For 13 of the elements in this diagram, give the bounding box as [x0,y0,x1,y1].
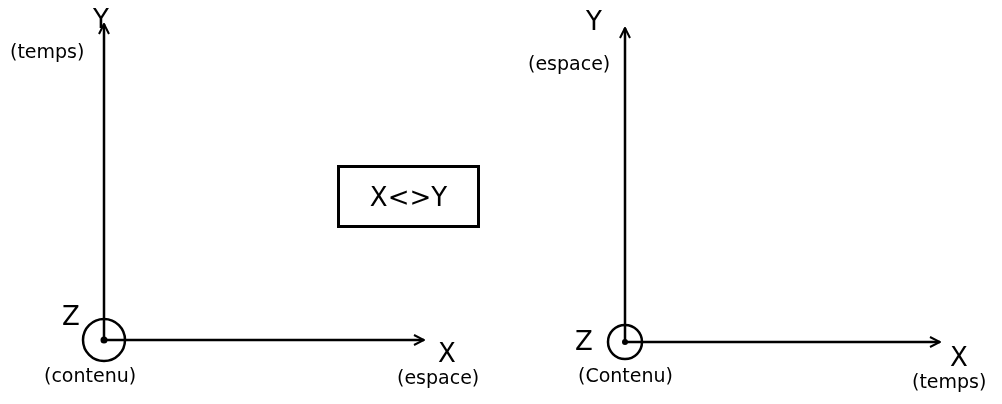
axis-label: (espace) [397,368,480,387]
axis-label: (temps) [10,42,85,61]
axis-label: X [950,344,968,370]
axis-label: Z [62,303,80,329]
text-box: X<>Y [337,165,480,228]
axis-label: (espace) [528,54,611,73]
axis-label: (Contenu) [578,366,673,385]
axis-label: X [438,340,456,366]
axis-label: (contenu) [44,366,137,385]
axis-label: (temps) [912,372,987,391]
axis-label: Y [93,6,109,32]
axis-label: Y [586,8,602,34]
axis-label: Z [575,328,593,354]
